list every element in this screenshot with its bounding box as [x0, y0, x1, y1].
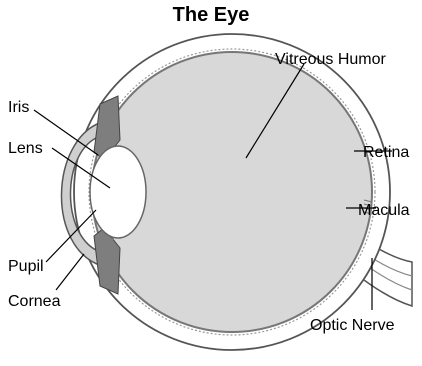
label-iris: Iris — [8, 99, 29, 116]
label-cornea: Cornea — [8, 293, 61, 310]
label-vitreous-humor: Vitreous Humor — [275, 51, 387, 68]
label-lens: Lens — [8, 140, 43, 157]
lens — [90, 146, 146, 238]
label-optic-nerve: Optic Nerve — [310, 317, 395, 334]
label-retina: Retina — [363, 144, 409, 161]
label-pupil: Pupil — [8, 258, 44, 275]
leader-cornea — [56, 254, 84, 290]
label-macula: Macula — [358, 202, 410, 219]
